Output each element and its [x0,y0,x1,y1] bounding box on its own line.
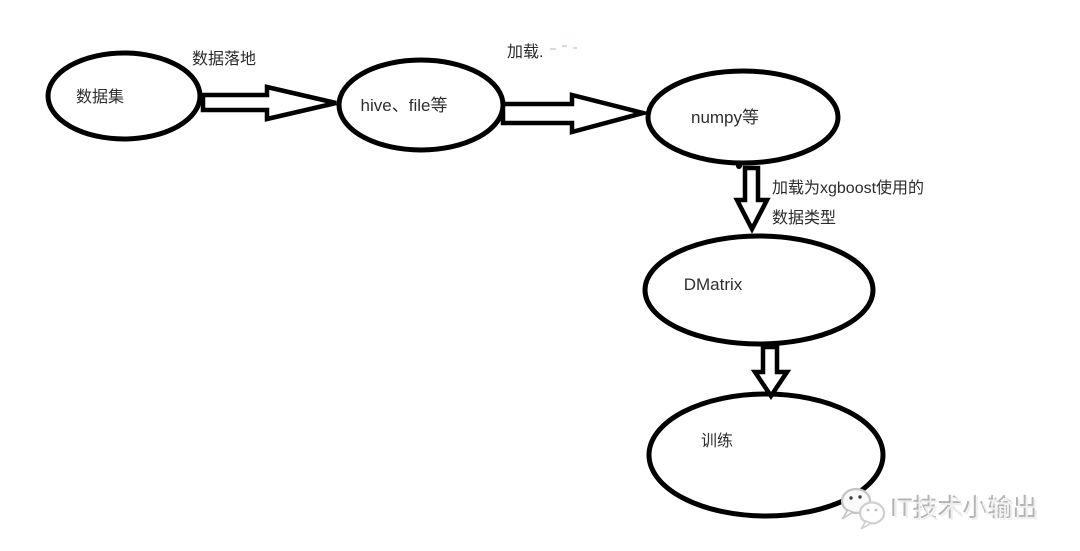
node-label-dataset: 数据集 [76,88,124,106]
faint-smudge-marks [550,45,577,50]
edge-label-data-landing: 数据落地 [192,50,256,68]
arrow-numpy-to-dmatrix [733,165,771,234]
arrow-storage-to-numpy [500,92,652,135]
wechat-icon [840,487,886,530]
node-label-storage: hive、file等 [361,96,448,115]
node-ellipse-numpy [645,68,841,166]
arrow-dmatrix-to-train [750,344,792,401]
watermark: IT技术小输出 IT技术小输出 [840,487,1039,530]
node-ellipse-dataset [45,50,203,142]
edge-label-load-for-xgboost-line1: 加载为xgboost使用的 [772,179,924,197]
edge-label-load-for-xgboost-line2: 数据类型 [772,209,836,227]
arrow-dataset-to-storage [200,84,337,122]
watermark-text: IT技术小输出 [892,496,1039,524]
watermark-text-shadow: IT技术小输出 [890,494,1037,522]
ink-dot [736,163,742,169]
node-label-numpy: numpy等 [691,108,759,127]
node-ellipse-train [646,391,886,519]
edge-label-load: 加载. [507,43,543,61]
node-ellipse-dmatrix [642,233,876,347]
node-label-dmatrix: DMatrix [684,275,743,294]
node-label-train: 训练 [701,432,733,450]
